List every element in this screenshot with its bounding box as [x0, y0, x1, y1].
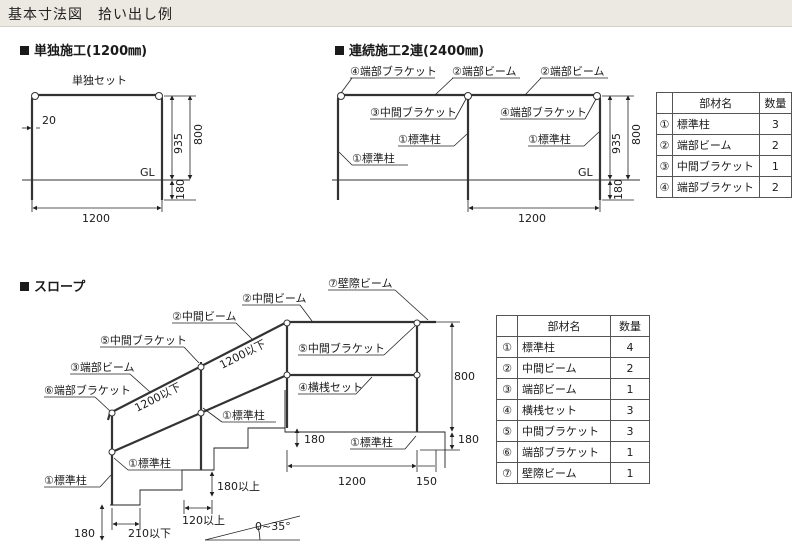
slope-dim-base-h: 180 — [74, 527, 95, 540]
double-dim-below: 180 — [612, 179, 625, 200]
single-dim-width: 1200 — [82, 212, 110, 225]
table2-header-qty: 数量 — [610, 315, 650, 337]
double-label-end-beam-2: ②端部ビーム — [540, 64, 605, 78]
slope-diagram: 0~35° 1200以下 1200以下 ⑦壁際ビーム ②中間ビーム ②中間ビーム… — [44, 276, 479, 541]
single-dim-height: 935 — [172, 133, 185, 154]
slope-label-post-c: ①標準柱 — [44, 473, 87, 487]
slope-dim-end: 150 — [416, 475, 437, 488]
slope-label-mid-bracket-2: ⑤中間ブラケット — [298, 341, 385, 355]
single-gl-label: GL — [140, 166, 156, 179]
slope-label-post-d: ①標準柱 — [350, 435, 393, 449]
slope-label-mid-bracket-1: ⑤中間ブラケット — [100, 333, 187, 347]
slope-label-wall-beam: ⑦壁際ビーム — [328, 276, 393, 290]
slope-label-mid-beam-2: ②中間ビーム — [242, 292, 307, 305]
stairs-outline — [110, 390, 286, 506]
slope-dim-angle: 0~35° — [255, 520, 291, 533]
single-dim-total: 800 — [192, 124, 205, 145]
slope-dim-height: 800 — [454, 370, 475, 383]
double-label-end-bracket-2: ④端部ブラケット — [500, 105, 587, 119]
double-label-end-beam-1: ②端部ビーム — [452, 64, 517, 78]
table1-header-name: 部材名 — [671, 92, 760, 114]
double-dim-height: 935 — [610, 133, 623, 154]
double-diagram: GL ④端部ブラケット ②端部ビーム ②端部ビーム ③中間ブラケット ④端部ブラ… — [332, 64, 643, 225]
table1-header-qty: 数量 — [758, 92, 792, 114]
slope-label-post-b: ①標準柱 — [222, 408, 265, 422]
single-dim-offset: 20 — [42, 114, 56, 127]
slope-dim-base-w: 210以下 — [128, 527, 171, 540]
slope-label-post-a: ①標準柱 — [128, 456, 171, 470]
double-dim-total: 800 — [630, 124, 643, 145]
slope-label-end-beam: ③端部ビーム — [70, 360, 135, 374]
section-title-slope: スロープ — [20, 276, 85, 295]
single-frame — [30, 93, 164, 200]
page-title: 基本寸法図 拾い出し例 — [8, 7, 173, 23]
slope-dim-below-mid: 180 — [304, 433, 325, 446]
single-set-label: 単独セット — [72, 73, 127, 87]
slope-label-end-bracket: ⑥端部ブラケット — [44, 383, 131, 397]
double-dim-width: 1200 — [518, 212, 546, 225]
single-diagram: 単独セット GL 20 1200 935 800 180 — [22, 73, 205, 225]
slope-label-cross-set: ④横桟セット — [298, 380, 363, 394]
double-label-mid-bracket: ③中間ブラケット — [370, 105, 457, 119]
double-label-post-3: ①標準柱 — [352, 151, 395, 165]
double-gl-label: GL — [578, 166, 594, 179]
slope-dim-below-right: 180 — [458, 433, 479, 446]
slope-label-mid-beam-1: ②中間ビーム — [172, 310, 237, 323]
double-label-post-1: ①標準柱 — [398, 132, 441, 146]
section-title-double: 連続施工2連(2400㎜) — [335, 40, 484, 59]
page-header: 基本寸法図 拾い出し例 — [0, 0, 792, 27]
table2-header-name: 部材名 — [517, 315, 611, 337]
slope-dim-step-d: 120以上 — [182, 514, 225, 527]
slope-dim-width: 1200 — [338, 475, 366, 488]
double-label-post-2: ①標準柱 — [528, 132, 571, 146]
section-title-single: 単独施工(1200㎜) — [20, 40, 147, 59]
slope-dim-step-h: 180以上 — [217, 480, 260, 493]
single-dim-below: 180 — [174, 179, 187, 200]
double-label-end-bracket: ④端部ブラケット — [350, 64, 437, 78]
